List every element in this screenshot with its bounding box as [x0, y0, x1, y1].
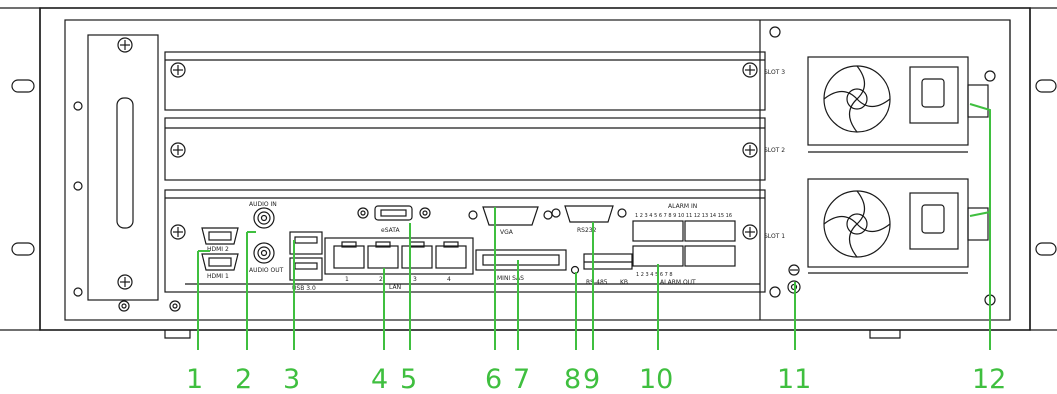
lan-ports[interactable] — [324, 237, 474, 275]
audio-out-label: AUDIO OUT — [249, 267, 284, 274]
rs485-label: RS-485 — [586, 279, 608, 286]
esata-port[interactable] — [357, 205, 431, 221]
callout-2: 2 — [235, 364, 252, 394]
callout-numbers: 1 2 3 4 5 6 7 8 9 10 11 12 — [186, 364, 1006, 394]
left-rack-ear — [0, 7, 41, 331]
alarm-out-terminal[interactable] — [632, 245, 736, 267]
callout-leader-lines — [197, 103, 991, 350]
chassis-outline — [39, 7, 1031, 331]
alarm-in-terminal[interactable] — [632, 220, 736, 242]
slot-2-label: SLOT 2 — [764, 147, 785, 154]
vga-port[interactable] — [468, 206, 553, 226]
callout-6: 6 — [485, 364, 502, 394]
callout-3: 3 — [283, 364, 300, 394]
audio-out-jack[interactable] — [253, 242, 275, 264]
rs232-label: RS232 — [577, 227, 597, 234]
slot-3-label: SLOT 3 — [764, 69, 785, 76]
esata-label: eSATA — [381, 227, 400, 234]
right-rack-ear — [1029, 7, 1057, 331]
lan-port-2-label: 2 — [379, 276, 383, 283]
alarm-in-numbers: 1 2 3 4 5 6 7 8 9 10 11 12 13 14 15 16 — [635, 213, 732, 219]
rs232-port[interactable] — [551, 205, 627, 223]
vga-label: VGA — [500, 229, 514, 236]
hdmi-1-port[interactable] — [201, 253, 239, 271]
power-supply-1[interactable] — [807, 56, 989, 153]
expansion-slot-3 — [164, 51, 766, 111]
callout-11: 11 — [777, 364, 811, 394]
power-supply-2[interactable] — [807, 178, 989, 274]
usb-label: USB 3.0 — [292, 285, 316, 292]
callout-8: 8 — [564, 364, 581, 394]
rs485-kb-terminal[interactable] — [583, 253, 633, 270]
expansion-slot-2 — [164, 117, 766, 181]
mini-sas-port[interactable] — [475, 249, 567, 271]
lan-label: LAN — [389, 284, 401, 291]
callout-4: 4 — [371, 364, 388, 394]
audio-in-jack[interactable] — [253, 207, 275, 229]
alarm-out-numbers: 1 2 3 4 5 6 7 8 — [636, 272, 673, 278]
hdmi-1-label: HDMI 1 — [207, 273, 229, 280]
chassis-screws — [73, 26, 996, 312]
alarm-in-label: ALARM IN — [668, 203, 697, 210]
audio-in-label: AUDIO IN — [249, 201, 277, 208]
callout-5: 5 — [400, 364, 417, 394]
alarm-out-label: ALARM OUT — [660, 279, 696, 286]
mini-sas-label: MINI SAS — [497, 275, 524, 282]
lan-port-1-label: 1 — [345, 276, 349, 283]
hdmi-2-port[interactable] — [201, 227, 239, 245]
callout-12: 12 — [972, 364, 1006, 394]
callout-7: 7 — [513, 364, 530, 394]
hdmi-2-label: HDMI 2 — [207, 246, 229, 253]
lan-port-4-label: 4 — [447, 276, 451, 283]
left-bracket — [87, 34, 159, 301]
panel-text: AUDIO IN AUDIO OUT HDMI 2 HDMI 1 USB 3.0… — [207, 69, 785, 292]
expansion-slot-1 — [164, 189, 766, 293]
kb-label: KB — [620, 279, 628, 286]
slot-1-label: SLOT 1 — [764, 233, 785, 240]
callout-10: 10 — [639, 364, 673, 394]
lan-port-3-label: 3 — [413, 276, 417, 283]
callout-9: 9 — [583, 364, 600, 394]
callout-1: 1 — [186, 364, 203, 394]
